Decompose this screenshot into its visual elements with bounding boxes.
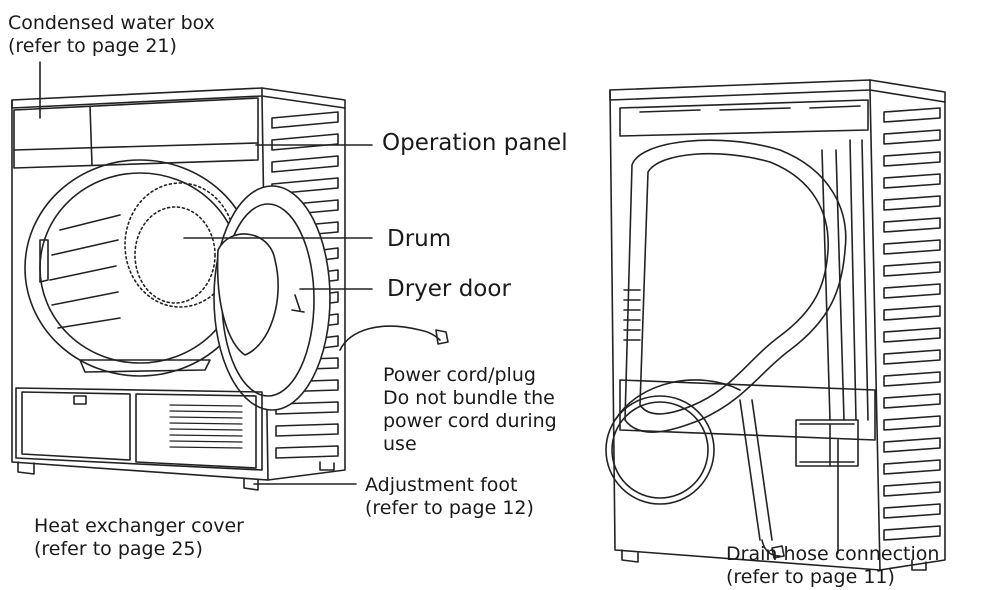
back-dryer-drawing (605, 79, 946, 571)
label-condensed-water-box: Condensed water box (refer to page 21) (8, 12, 215, 57)
label-drain-hose-connection: Drain hose connection (refer to page 11) (726, 543, 940, 588)
label-dryer-door: Dryer door (387, 276, 511, 302)
label-adjustment-foot: Adjustment foot (refer to page 12) (365, 474, 534, 519)
label-heat-exchanger-cover: Heat exchanger cover (refer to page 25) (34, 515, 244, 560)
front-dryer-drawing (11, 87, 449, 491)
label-drum: Drum (387, 226, 452, 252)
label-power-cord: Power cord/plug Do not bundle the power … (383, 364, 557, 455)
label-operation-panel: Operation panel (382, 130, 568, 156)
leader-lines (39, 61, 839, 554)
